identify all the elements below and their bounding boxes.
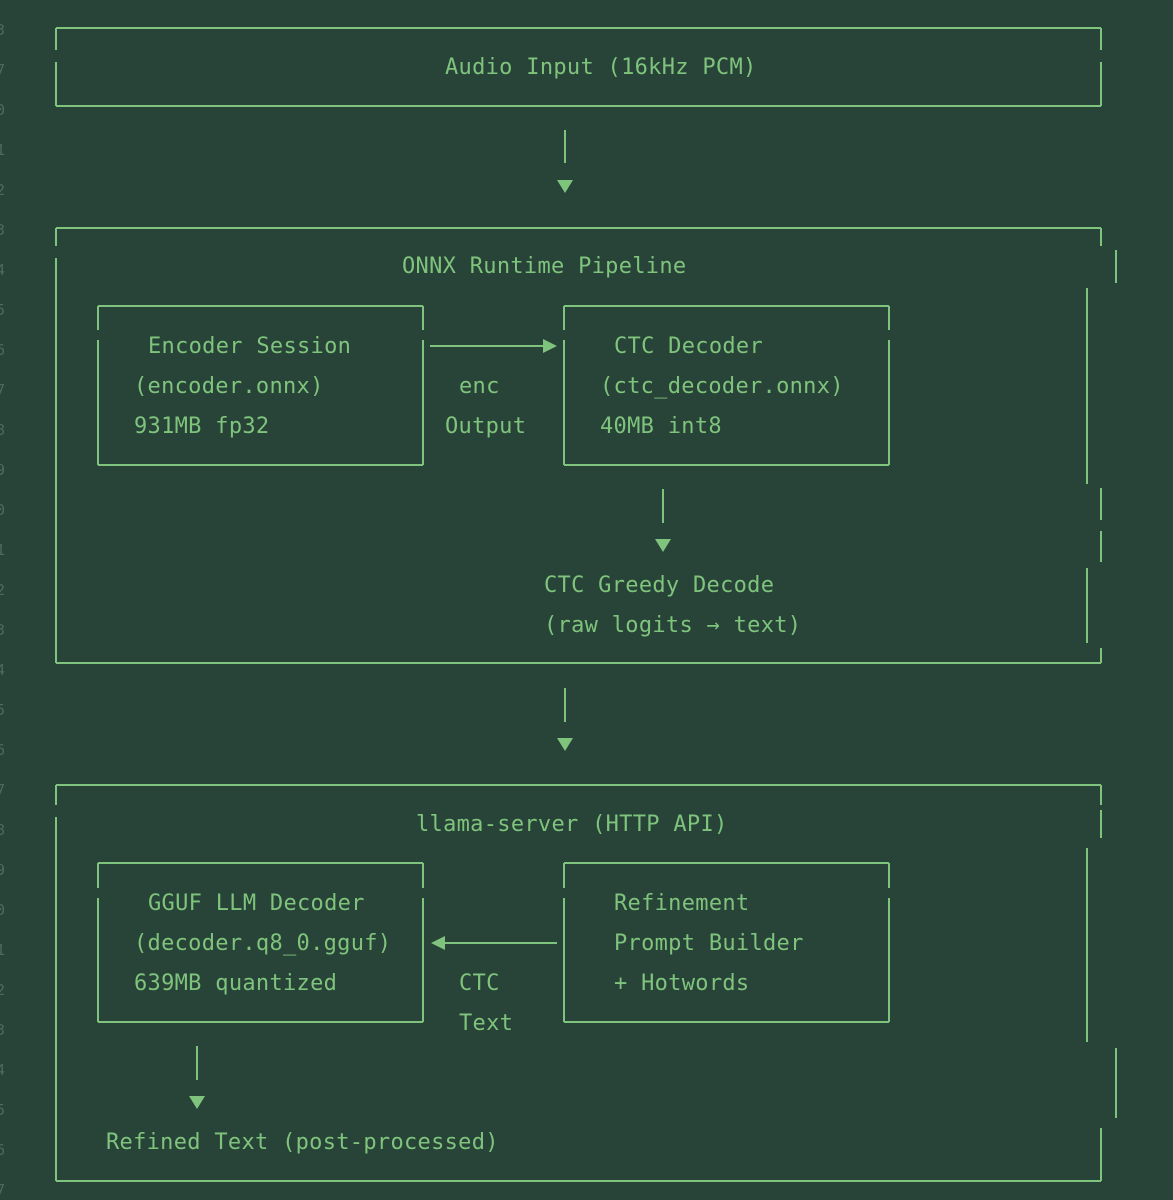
ctc-decoder-box — [563, 305, 890, 466]
gutter-line-number: 3 — [0, 221, 6, 239]
gutter-line-number: 5 — [0, 301, 6, 319]
ctc-line2: (ctc_decoder.onnx) — [600, 374, 844, 399]
gutter-line-number: 5 — [0, 1101, 6, 1119]
arrowhead-down-ctc — [655, 539, 671, 552]
gguf-line1: GGUF LLM Decoder — [148, 891, 365, 916]
gutter-line-number: 9 — [0, 461, 6, 479]
audio-input-box — [55, 27, 1102, 107]
gutter-line-number: 2 — [0, 981, 6, 999]
gutter-line-number: 2 — [0, 181, 6, 199]
ctc-line3: 40MB int8 — [600, 414, 722, 439]
gutter-line-number: 7 — [0, 381, 6, 399]
gutter-line-number: 7 — [0, 781, 6, 799]
gutter-line-number: 1 — [0, 941, 6, 959]
arrowhead-left-refine — [431, 936, 445, 950]
gutter-line-number: 1 — [0, 141, 6, 159]
line-number-gutter: 3 7 0 1 2 3 4 5 6 7 8 9 0 1 2 3 4 5 6 7 8 9 0 1 2 3 4 5 6 7 — [0, 0, 14, 1200]
arrowhead-down-2 — [557, 738, 573, 751]
gguf-decoder-box — [97, 862, 424, 1023]
gutter-line-number: 2 — [0, 581, 6, 599]
greedy-decode-line2: (raw logits → text) — [544, 613, 802, 638]
refinement-line2: Prompt Builder — [614, 931, 804, 956]
llama-server-title: llama-server (HTTP API) — [416, 812, 728, 837]
refinement-line1: Refinement — [614, 891, 750, 916]
arrowhead-down-gguf — [189, 1096, 205, 1109]
edge-label-output: Output — [445, 414, 527, 439]
audio-input-label: Audio Input (16kHz PCM) — [445, 55, 757, 80]
refinement-line3: + Hotwords — [614, 971, 750, 996]
edge-label-text: Text — [459, 1011, 514, 1036]
gutter-line-number: 5 — [0, 701, 6, 719]
gutter-line-number: 0 — [0, 901, 6, 919]
gutter-line-number: 8 — [0, 421, 6, 439]
gutter-line-number: 7 — [0, 1181, 6, 1199]
gutter-line-number: 4 — [0, 1061, 6, 1079]
greedy-decode-line1: CTC Greedy Decode — [544, 573, 775, 598]
edge-label-ctc: CTC — [459, 971, 500, 996]
arrowhead-down-1 — [557, 180, 573, 193]
refinement-box — [563, 862, 890, 1023]
arrowhead-right-enc — [543, 339, 557, 353]
gutter-line-number: 3 — [0, 1021, 6, 1039]
gutter-line-number: 1 — [0, 541, 6, 559]
gguf-line3: 639MB quantized — [134, 971, 338, 996]
gutter-line-number: 4 — [0, 661, 6, 679]
gutter-line-number: 3 — [0, 21, 6, 39]
refined-text-output: Refined Text (post-processed) — [106, 1130, 499, 1155]
llama-server-box — [55, 784, 1117, 1182]
gutter-line-number: 0 — [0, 501, 6, 519]
gutter-line-number: 8 — [0, 821, 6, 839]
gutter-line-number: 3 — [0, 621, 6, 639]
gguf-line2: (decoder.q8_0.gguf) — [134, 931, 392, 956]
gutter-line-number: 6 — [0, 341, 6, 359]
encoder-line1: Encoder Session — [148, 334, 352, 359]
encoder-session-box — [97, 305, 424, 466]
ctc-line1: CTC Decoder — [614, 334, 763, 359]
gutter-line-number: 6 — [0, 1141, 6, 1159]
onnx-pipeline-title: ONNX Runtime Pipeline — [402, 254, 687, 279]
encoder-line3: 931MB fp32 — [134, 414, 270, 439]
encoder-line2: (encoder.onnx) — [134, 374, 324, 399]
gutter-line-number: 9 — [0, 861, 6, 879]
edge-label-enc: enc — [459, 374, 500, 399]
gutter-line-number: 4 — [0, 261, 6, 279]
gutter-line-number: 7 — [0, 61, 6, 79]
onnx-pipeline-box — [55, 227, 1117, 664]
gutter-line-number: 0 — [0, 101, 6, 119]
gutter-line-number: 6 — [0, 741, 6, 759]
